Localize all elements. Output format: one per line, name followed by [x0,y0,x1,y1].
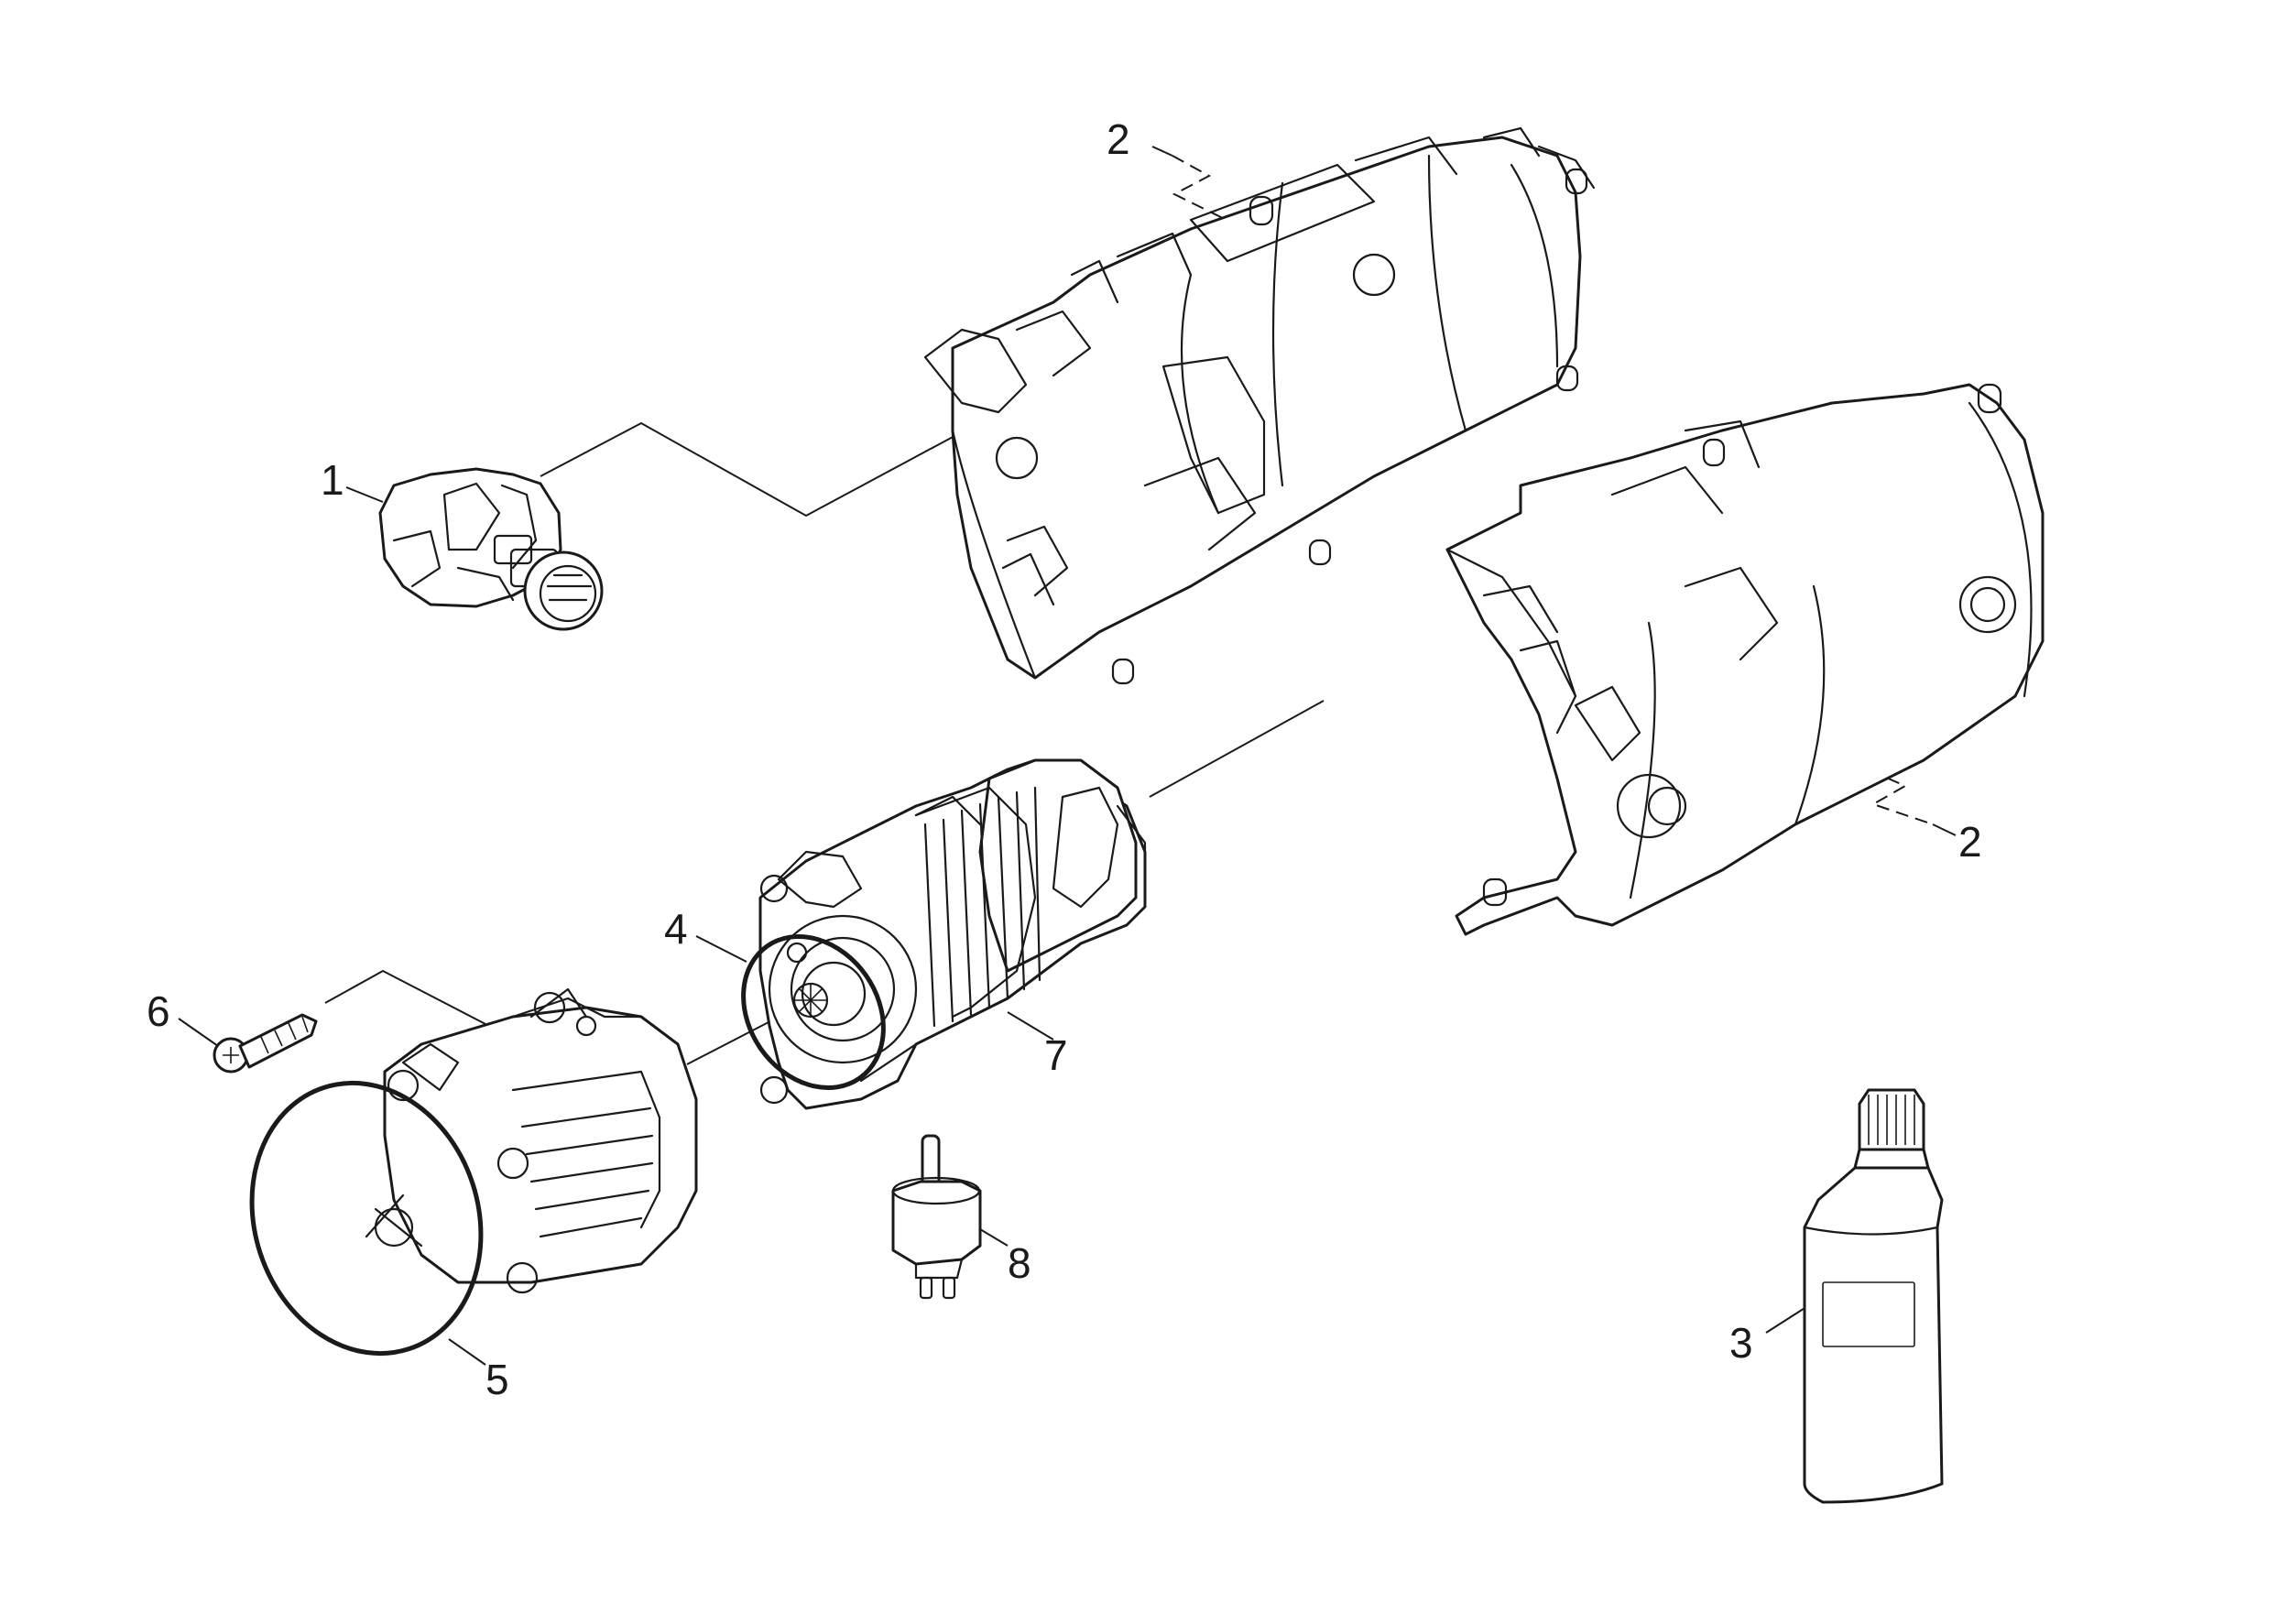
callout-7: 7 [1044,1031,1068,1079]
callout-8: 8 [1008,1239,1031,1287]
leader-1-to-housing [540,382,1054,518]
leader-2b-label [1932,823,1957,836]
part-8-mount [891,1134,982,1300]
callout-2-upper: 2 [1107,115,1130,163]
callout-6: 6 [147,987,170,1035]
callout-5: 5 [485,1356,509,1403]
part-4-o-ring [741,933,886,1091]
leader-6-to-flange [324,969,486,1025]
part-7-motor [758,758,1147,1110]
part-2-upper-housing [923,126,1596,685]
part-3-oil-bottle [1803,1088,1944,1504]
leader-1-label [345,486,384,503]
part-5-end-flange [249,987,698,1357]
leader-3-label [1765,1304,1810,1334]
leader-5-label [448,1338,486,1366]
callout-2-lower: 2 [1958,818,1982,866]
leader-7-label [1007,1011,1054,1041]
leader-6-label [178,1018,219,1047]
callout-4: 4 [664,905,688,953]
part-6-screw [213,1013,318,1074]
leader-2a-label [1151,146,1173,157]
part-2-lower-housing [1445,383,2045,936]
part-1-switch [378,467,604,631]
leader-motor-to-shell [1149,700,1325,798]
callout-3: 3 [1729,1319,1753,1367]
leader-2a-dashed [1172,155,1242,228]
callout-1: 1 [321,456,344,504]
callout-labels: 1 2 2 3 4 5 6 7 8 [147,115,1982,1403]
leader-4-label [695,935,747,963]
